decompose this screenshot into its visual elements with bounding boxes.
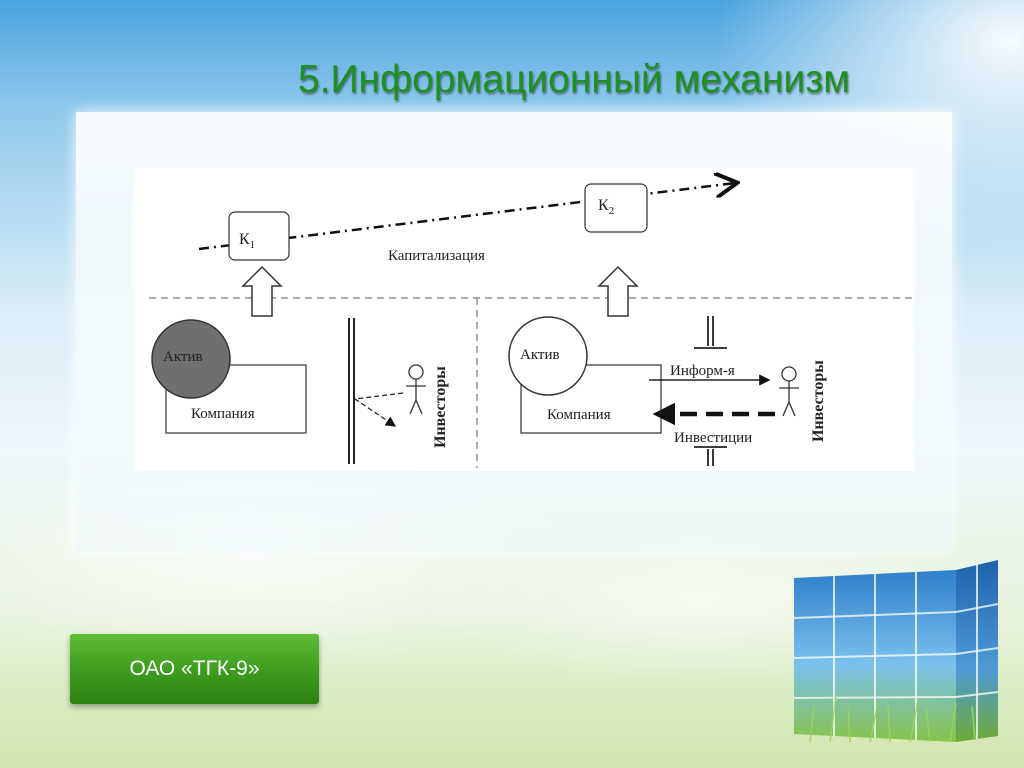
k2-box	[584, 183, 648, 233]
diagram: К1 К2 Капитализация Актив Компания	[133, 168, 915, 471]
glass-cube-graphic	[793, 560, 999, 743]
right-investors-label: Инвесторы	[810, 360, 827, 442]
k1-subscript: 1	[250, 239, 256, 251]
right-asset-circle	[508, 316, 588, 396]
right-company-label: Компания	[547, 407, 611, 423]
diagram-canvas: К1 К2 Капитализация Актив Компания	[149, 168, 915, 468]
right-up-arrow	[597, 265, 639, 317]
left-up-arrow	[241, 265, 283, 317]
company-badge: ОАО «ТГК-9»	[70, 634, 319, 704]
top-gate-symbol	[694, 316, 727, 349]
bottom-gate-symbol	[694, 446, 727, 466]
left-investor-figure	[406, 364, 426, 415]
right-investor-figure	[779, 366, 799, 417]
left-company-label: Компания	[191, 406, 255, 422]
left-investors-label: Инвесторы	[432, 366, 449, 448]
k2-subscript: 2	[609, 205, 615, 217]
right-asset-label: Актив	[520, 347, 560, 363]
info-label: Информ-я	[670, 363, 735, 379]
k1-box	[228, 211, 290, 261]
capitalization-label: Капитализация	[388, 248, 485, 264]
svg-text:К2: К2	[598, 197, 614, 217]
k1-letter: К	[239, 231, 250, 248]
slide-title: 5.Информационный механизм	[298, 58, 851, 101]
k2-letter: К	[598, 197, 609, 214]
left-asset-label: Актив	[163, 349, 203, 365]
investments-label: Инвестиции	[674, 430, 752, 446]
company-name: ОАО «ТГК-9»	[129, 657, 260, 680]
svg-text:К1: К1	[239, 231, 255, 251]
left-asset-circle	[151, 319, 231, 399]
bounce-arrow	[353, 392, 404, 427]
